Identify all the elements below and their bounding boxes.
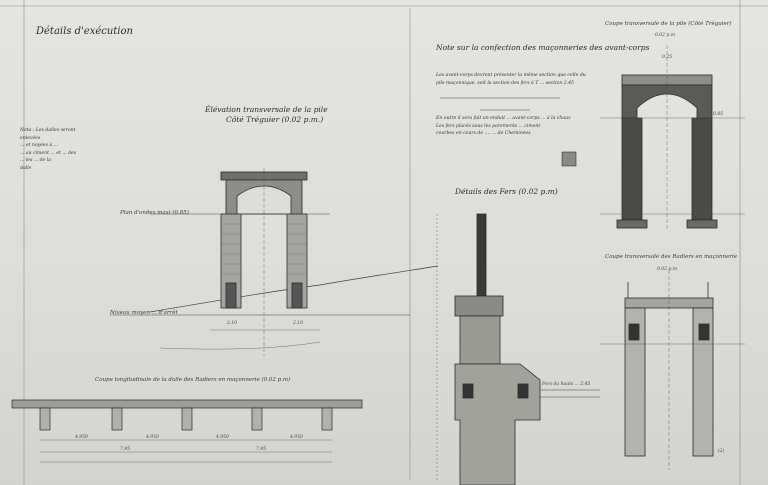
long-dim-3: 4.950 <box>216 435 229 440</box>
radier-section-title: Coupe transversale des Radiers en maçonn… <box>605 254 737 260</box>
note-title: Note sur la confection des maçonneries d… <box>436 43 650 52</box>
detail-side-label: Fers du hauts ... 2.45 <box>542 382 591 387</box>
long-dim-2: 4.950 <box>146 435 159 440</box>
side-note-line: ... au ciment ... et ... des <box>20 150 77 156</box>
long-total-2: 7.95 <box>256 447 267 452</box>
long-dim-1: 4.950 <box>75 435 88 440</box>
pile-mid-dim: 0.85 <box>713 112 724 117</box>
side-note-line: Nota : Les dalles seront enlevées <box>20 128 76 141</box>
radier-section <box>600 270 745 470</box>
hatch-swatch <box>561 151 577 167</box>
longitudinal-title: Coupe longitudinale de la dalle des Radi… <box>95 377 291 383</box>
radier-section-scale: 0.02 p.m <box>657 267 678 272</box>
dim-a: 2.10 <box>227 321 238 326</box>
pile-section-title: Coupe transversale de la pile (Côté Trég… <box>605 21 732 27</box>
elevation-subtitle: Côté Tréguier (0.02 p.m.) <box>226 115 324 124</box>
note-line: En outre il sera fait un enduit ... avan… <box>436 116 571 122</box>
long-total-1: 7.95 <box>120 447 131 452</box>
pile-top-dim: 0.25 <box>662 55 673 60</box>
side-note: Nota : Les dalles seront enlevées ... et… <box>20 127 90 173</box>
pile-elevation <box>110 168 439 356</box>
side-note-line: dalle <box>20 165 32 171</box>
note-line: Les avant-corps devront présenter la mêm… <box>436 73 586 78</box>
iron-detail <box>436 213 600 485</box>
side-note-line: ... les ... de la <box>20 158 52 164</box>
sheet-number: (2) <box>718 449 725 454</box>
longitudinal-section <box>11 399 363 463</box>
note-body: Les avant-corps devront présenter la mêm… <box>436 72 586 138</box>
pile-section-scale: 0.02 p.m <box>655 33 676 38</box>
pile-section <box>600 45 745 230</box>
sheet-heading: Détails d'exécution <box>36 26 133 37</box>
note-line: pile maçonnique, soit la section des fer… <box>436 80 574 86</box>
note-line: Les fers placés sous les parements ... c… <box>436 123 541 129</box>
note-line: courbes en cours de .... ... de Cheminée… <box>436 131 531 137</box>
rail-label: Plan d'ondes maxi (0.85) <box>120 210 189 216</box>
long-dim-4: 4.950 <box>290 435 303 440</box>
ground-label: Niveau moyen ... d'arrêt <box>110 310 178 316</box>
side-note-line: ... et noyées à ... <box>20 143 59 149</box>
dim-b: 2.10 <box>293 321 304 326</box>
detail-title: Détails des Fers (0.02 p.m) <box>455 187 558 196</box>
elevation-title: Élévation transversale de la pile <box>205 105 328 114</box>
